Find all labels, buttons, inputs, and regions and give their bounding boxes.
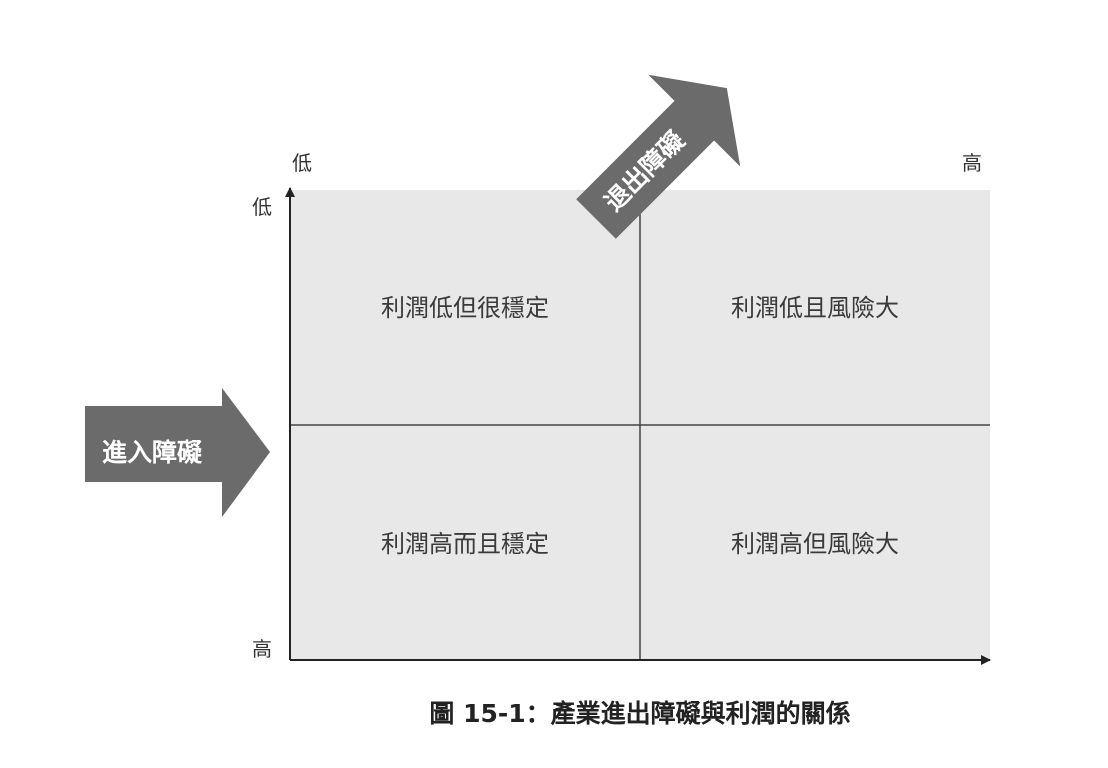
top-axis-low-label: 低 bbox=[292, 151, 312, 175]
left-axis-low-label: 低 bbox=[252, 195, 272, 219]
quadrant-top-left: 利潤低但很穩定 bbox=[381, 294, 549, 322]
left-axis-high-label: 高 bbox=[252, 637, 272, 661]
quadrant-bottom-left: 利潤高而且穩定 bbox=[381, 530, 549, 558]
quadrant-bottom-right: 利潤高但風險大 bbox=[731, 530, 899, 558]
figure-caption: 圖 15-1：產業進出障礙與利潤的關係 bbox=[429, 699, 850, 728]
quadrant-top-right: 利潤低且風險大 bbox=[731, 294, 899, 322]
entry-barrier-label: 進入障礙 bbox=[102, 438, 203, 467]
entry-barrier-arrow: 進入障礙 bbox=[85, 388, 270, 517]
top-axis-high-label: 高 bbox=[962, 151, 982, 175]
